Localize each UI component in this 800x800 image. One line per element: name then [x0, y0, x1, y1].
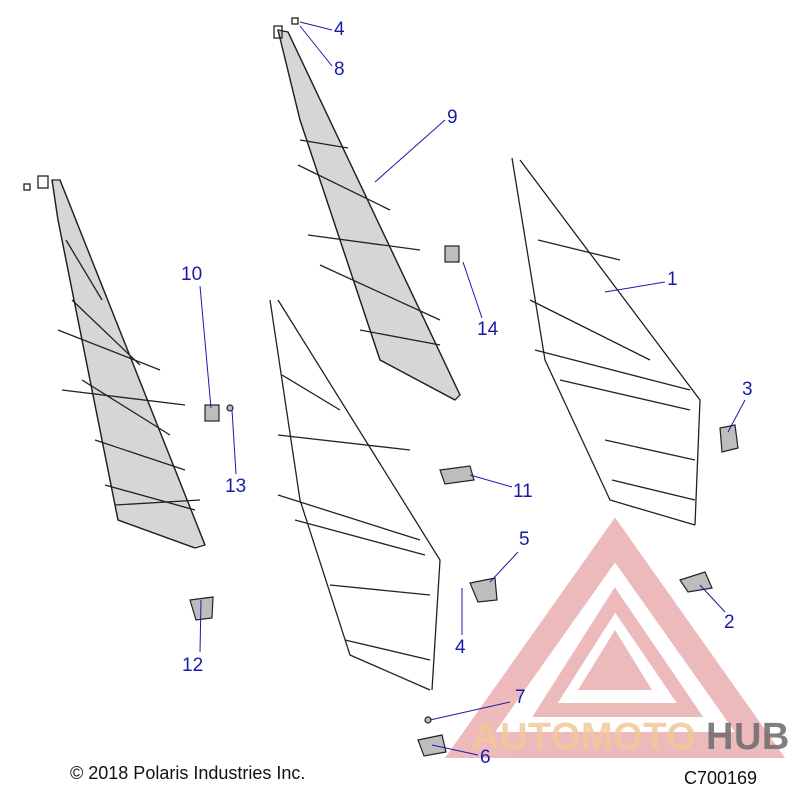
- callout-2: 2: [724, 612, 735, 633]
- latch-3: [719, 424, 739, 453]
- door-net-upper: [273, 17, 461, 401]
- callout-1: 1: [667, 269, 678, 290]
- callout-13: 13: [225, 476, 247, 497]
- door-net-lower: [269, 299, 441, 691]
- door-net-right: [511, 157, 701, 526]
- callout-5: 5: [519, 529, 530, 550]
- callout-4-bottom: 4: [455, 637, 466, 658]
- latch-5: [469, 577, 498, 603]
- watermark-text-hub: HUB: [706, 716, 790, 758]
- callout-3: 3: [742, 379, 753, 400]
- callout-4-top: 4: [334, 19, 345, 40]
- screw-13: [226, 404, 234, 412]
- callout-7: 7: [515, 687, 526, 708]
- copyright-text: © 2018 Polaris Industries Inc.: [70, 763, 306, 783]
- watermark-text-automoto: AUTOMOTO: [472, 716, 697, 758]
- callout-9: 9: [447, 107, 458, 128]
- watermark-logo: [444, 517, 786, 758]
- hinge-bracket-10: [204, 404, 220, 422]
- bumper-12: [189, 596, 214, 621]
- hinge-bracket-14: [444, 245, 460, 263]
- diagram-code: C700169: [684, 768, 758, 788]
- callout-10: 10: [181, 264, 203, 285]
- callout-8: 8: [334, 59, 345, 80]
- latch-2: [679, 571, 713, 593]
- callout-6: 6: [480, 747, 491, 768]
- door-net-left: [23, 175, 206, 549]
- callout-14: 14: [477, 319, 499, 340]
- striker-11: [439, 465, 475, 485]
- leader-lines: [199, 21, 746, 756]
- callout-11: 11: [513, 481, 533, 502]
- callout-12: 12: [182, 655, 204, 676]
